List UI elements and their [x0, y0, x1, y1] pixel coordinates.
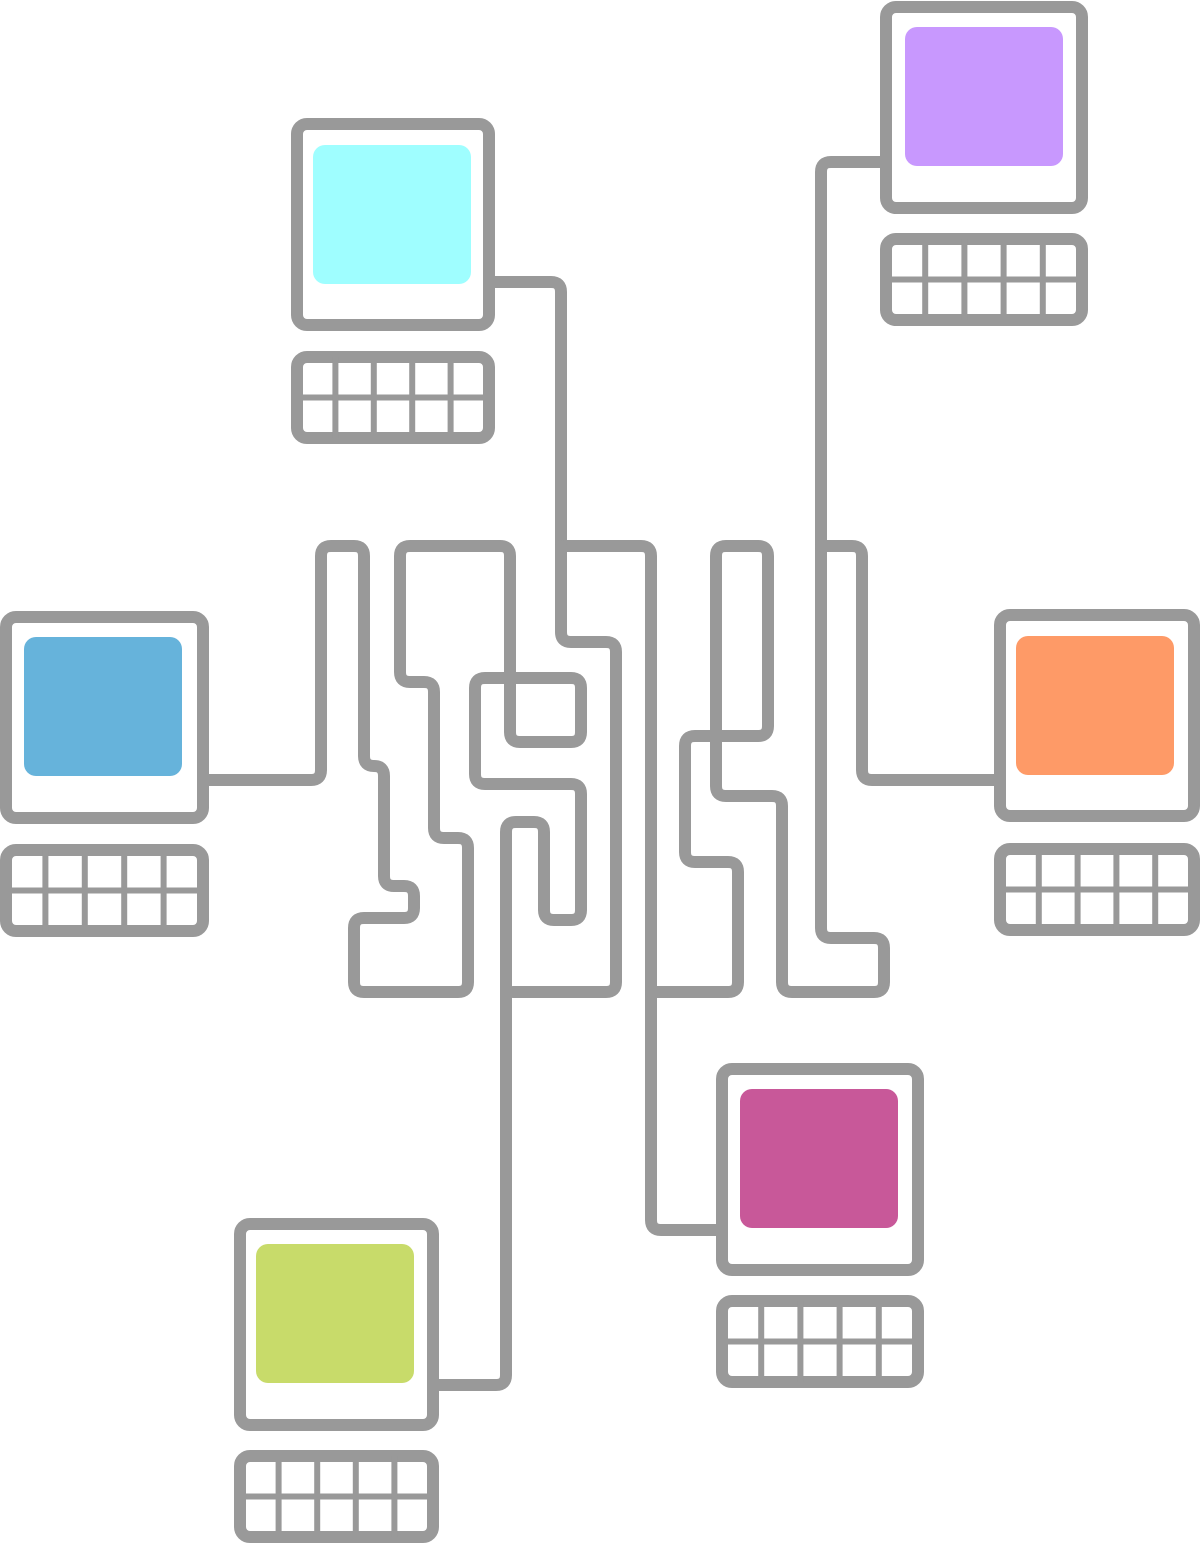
keyboard-icon: [234, 1450, 439, 1543]
wire-cyan-branch: [507, 540, 622, 998]
computer-purple: [880, 1, 1088, 326]
keyboard-icon: [880, 233, 1088, 326]
wire-blue-computer: [197, 540, 587, 1391]
keyboard-icon: [994, 843, 1200, 936]
wire-orange-computer: [815, 540, 1006, 786]
computer-green: [234, 1218, 439, 1543]
wire-purple-computer: [645, 156, 892, 998]
monitor-screen-green: [256, 1244, 414, 1383]
wire-cyan-computer: [486, 276, 728, 1236]
monitor-screen-blue: [24, 637, 182, 776]
computer-cyan: [291, 118, 495, 444]
keyboard-icon: [291, 351, 495, 444]
computer-orange: [994, 609, 1200, 936]
monitor-screen-orange: [1016, 636, 1174, 775]
computer-magenta: [716, 1063, 924, 1388]
monitor-screen-magenta: [740, 1089, 898, 1228]
network-wires: [197, 156, 1006, 1391]
keyboard-icon: [716, 1295, 924, 1388]
monitor-screen-purple: [905, 27, 1063, 166]
keyboard-icon: [0, 844, 209, 937]
monitor-screen-cyan: [313, 145, 471, 284]
computer-blue: [0, 611, 209, 937]
